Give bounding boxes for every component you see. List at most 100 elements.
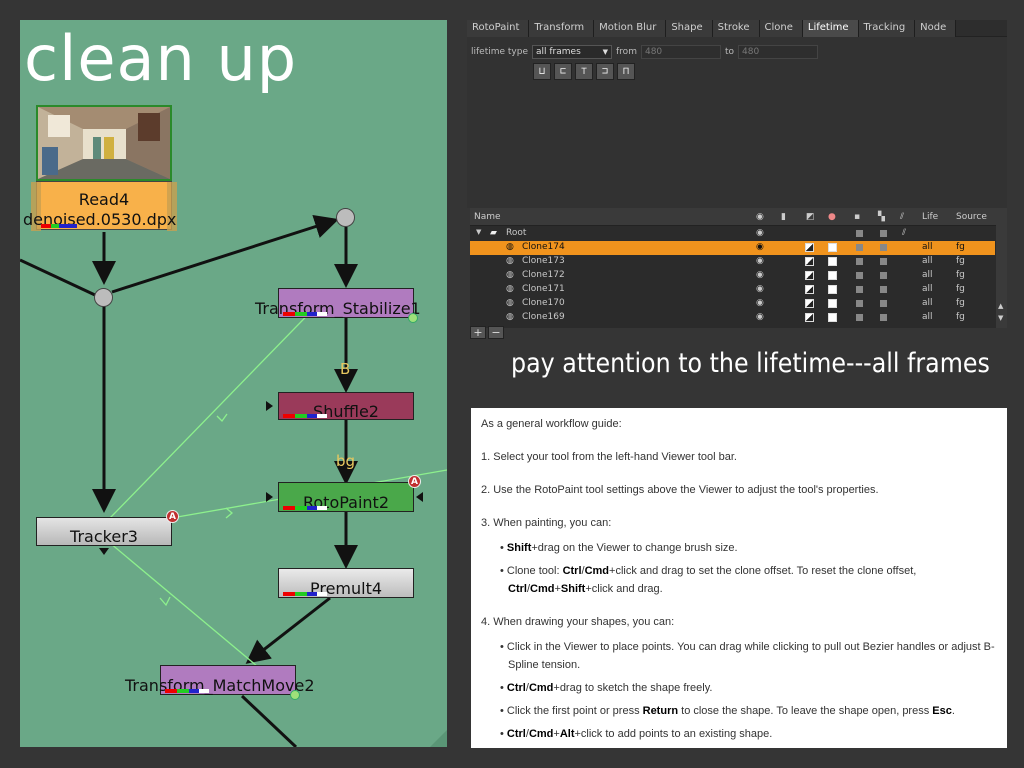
invert-checkbox[interactable] <box>805 299 814 308</box>
color-checkbox[interactable] <box>828 299 837 308</box>
eye-icon[interactable]: ◉ <box>756 298 764 308</box>
lifetime-type-dropdown[interactable]: all frames ▼ <box>532 45 613 59</box>
lifetime-type-label: lifetime type <box>471 47 529 57</box>
curve-name: Clone172 <box>522 270 565 280</box>
invert-icon[interactable]: ◩ <box>806 212 815 222</box>
chevron-down-icon: ▼ <box>602 48 609 56</box>
read-thumbnail <box>36 105 172 181</box>
guide-step-3b: • Clone tool: Ctrl/Cmd+click and drag to… <box>500 565 917 577</box>
stabilize-expression-dot <box>408 313 418 323</box>
invert-checkbox[interactable] <box>805 285 814 294</box>
lifetime-range-icon[interactable]: ⊓ <box>617 63 635 80</box>
tab-tracking[interactable]: Tracking <box>858 20 916 37</box>
invert-checkbox[interactable] <box>805 243 814 252</box>
dot-node-2[interactable] <box>336 208 355 227</box>
motion-blur-icon[interactable]: ⫽ <box>900 212 905 222</box>
node-graph[interactable]: clean up Read4 denoised.0530.dpx <box>20 20 447 747</box>
overlay-icon[interactable]: ▪ <box>854 212 861 222</box>
read-node-body[interactable]: Read4 denoised.0530.dpx <box>23 181 177 231</box>
curve-add-remove: + − <box>470 326 504 339</box>
color-checkbox[interactable] <box>828 285 837 294</box>
curve-row[interactable]: ◍ Clone173 ◉ all fg <box>470 255 995 269</box>
shuffle-input-arrow <box>266 401 273 411</box>
eye-icon[interactable]: ◉ <box>756 312 764 322</box>
color-checkbox[interactable] <box>828 271 837 280</box>
transform-stabilize-node[interactable]: Transform_Stabilize1 <box>255 288 421 318</box>
curve-row[interactable]: ◍ Clone172 ◉ all fg <box>470 269 995 283</box>
eye-icon[interactable]: ◉ <box>756 256 764 266</box>
workflow-guide: As a general workflow guide: 1. Select y… <box>471 408 1007 748</box>
guide-step-2: 2. Use the RotoPaint tool settings above… <box>481 484 879 496</box>
invert-checkbox[interactable] <box>805 257 814 266</box>
eye-icon[interactable]: ◉ <box>756 270 764 280</box>
tab-lifetime[interactable]: Lifetime <box>802 20 859 37</box>
guide-step-4b: • Ctrl/Cmd+drag to sketch the shape free… <box>500 682 713 694</box>
transform-matchmove-node[interactable]: Transform_MatchMove2 <box>125 665 315 695</box>
tab-rotopaint[interactable]: RotoPaint <box>467 20 530 37</box>
blend-icon[interactable]: ▚ <box>878 212 885 222</box>
lifetime-start-to-frame-icon[interactable]: ⊏ <box>554 63 572 80</box>
guide-step-4a: • Click in the Viewer to place points. Y… <box>500 641 995 653</box>
eye-icon[interactable]: ◉ <box>756 284 764 294</box>
eye-icon[interactable]: ◉ <box>756 228 764 238</box>
expand-arrow-icon[interactable]: ▼ <box>476 228 482 236</box>
eye-icon[interactable]: ◉ <box>756 212 764 222</box>
curve-row[interactable]: ◍ Clone169 ◉ all fg <box>470 311 995 325</box>
tab-shape[interactable]: Shape <box>666 20 713 37</box>
guide-step-3a: • Shift+drag on the Viewer to change bru… <box>500 542 738 554</box>
tracker-output-arrow <box>99 548 109 555</box>
curve-row[interactable]: ◍ Clone171 ◉ all fg <box>470 283 995 297</box>
link-tracker-stabilize <box>109 289 333 519</box>
curve-row[interactable]: ◍ Clone170 ◉ all fg <box>470 297 995 311</box>
invert-checkbox[interactable] <box>805 271 814 280</box>
color-checkbox[interactable] <box>828 243 837 252</box>
curve-life: all <box>922 270 933 280</box>
read-node[interactable]: Read4 denoised.0530.dpx <box>23 105 177 231</box>
tab-transform[interactable]: Transform <box>529 20 595 37</box>
dot-node-1[interactable] <box>94 288 113 307</box>
clone-stroke-icon: ◍ <box>506 270 514 280</box>
curves-scrollbar[interactable]: ▲ ▼ <box>996 208 1007 328</box>
lifetime-type-value: all frames <box>536 47 581 57</box>
add-curve-button[interactable]: + <box>470 326 486 339</box>
guide-step-4a-cont: Spline tension. <box>508 659 581 671</box>
tab-bar: RotoPaint Transform Motion Blur Shape St… <box>467 20 1007 37</box>
corridor-image <box>38 107 170 179</box>
annotation-caption: pay attention to the lifetime---all fram… <box>511 348 990 379</box>
tracker-node[interactable]: Tracker3 <box>36 517 172 546</box>
premult-node[interactable]: Premult4 <box>278 568 414 598</box>
tab-clone[interactable]: Clone <box>759 20 803 37</box>
matchmove-expression-dot <box>290 690 300 700</box>
invert-checkbox[interactable] <box>805 313 814 322</box>
color-checkbox[interactable] <box>828 257 837 266</box>
color-wheel-icon[interactable]: ● <box>828 212 836 222</box>
col-source[interactable]: Source <box>956 212 987 222</box>
from-label: from <box>616 47 637 57</box>
tab-node[interactable]: Node <box>915 20 957 37</box>
lock-icon[interactable]: ▮ <box>781 212 786 222</box>
from-field[interactable]: 480 <box>640 45 721 59</box>
clone-stroke-icon: ◍ <box>506 284 514 294</box>
to-field[interactable]: 480 <box>738 45 819 59</box>
tracker-label: Tracker3 <box>70 527 138 546</box>
col-name[interactable]: Name <box>474 212 501 222</box>
remove-curve-button[interactable]: − <box>488 326 504 339</box>
scroll-up-icon[interactable]: ▲ <box>998 302 1004 310</box>
tab-stroke[interactable]: Stroke <box>712 20 760 37</box>
shuffle-node[interactable]: Shuffle2 <box>278 392 414 421</box>
premult-label: Premult4 <box>309 579 383 598</box>
rotopaint-node[interactable]: RotoPaint2 <box>278 482 414 512</box>
col-life[interactable]: Life <box>922 212 939 222</box>
color-checkbox[interactable] <box>828 313 837 322</box>
curve-life: all <box>922 256 933 266</box>
scroll-down-icon[interactable]: ▼ <box>998 314 1004 322</box>
guide-step-1: 1. Select your tool from the left-hand V… <box>481 451 737 463</box>
eye-icon[interactable]: ◉ <box>756 242 764 252</box>
tab-motion-blur[interactable]: Motion Blur <box>594 20 667 37</box>
curves-list[interactable]: Name ◉ ▮ ◩ ● ▪ ▚ ⫽ Life Source ▼ ▰ Root … <box>470 208 1007 328</box>
lifetime-frame-to-end-icon[interactable]: ⊐ <box>596 63 614 80</box>
curve-row-selected[interactable]: ◍ Clone174 ◉ all fg <box>470 241 995 255</box>
lifetime-all-frames-icon[interactable]: ⊔ <box>533 63 551 80</box>
curve-row-root[interactable]: ▼ ▰ Root ◉ ⫽ <box>470 227 995 241</box>
lifetime-single-frame-icon[interactable]: ⊤ <box>575 63 593 80</box>
